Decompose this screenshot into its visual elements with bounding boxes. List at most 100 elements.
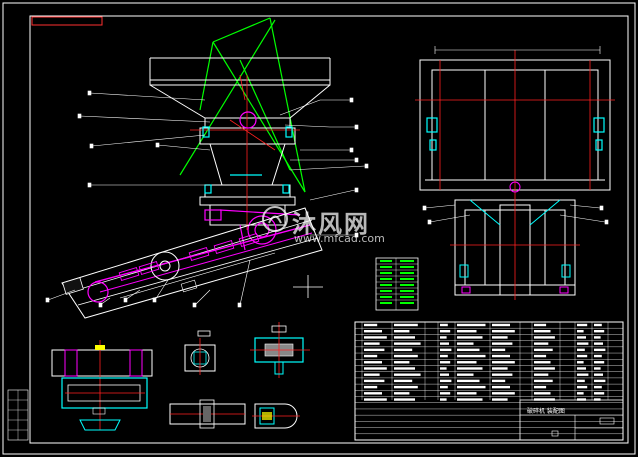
bom-cell-text: [492, 336, 508, 339]
bom-cell-text: [457, 373, 474, 376]
inclined-feed-conveyor: [61, 207, 323, 319]
bom-cell-text: [394, 392, 410, 395]
bom-cell-text: [364, 367, 387, 370]
bom-cell-text: [534, 392, 551, 395]
bom-cell-text: [492, 354, 510, 358]
bom-cell-text: [594, 392, 605, 395]
bom-cell-text: [440, 330, 451, 333]
cyan-details: [202, 126, 293, 194]
bom-cell-text: [364, 323, 378, 327]
bom-cell-text: [577, 379, 585, 383]
bom-cell-text: [534, 348, 553, 352]
bom-cell-text: [457, 330, 477, 333]
bom-cell-text: [440, 385, 448, 389]
bom-cell-text: [577, 398, 586, 401]
bom-cell-text: [394, 385, 418, 389]
bom-cell-text: [492, 367, 508, 370]
bom-cell-text: [364, 336, 387, 339]
bom-cell-text: [534, 361, 551, 364]
bom-cell-text: [492, 392, 515, 395]
bom-cell-text: [457, 354, 486, 358]
bom-cell-text: [364, 392, 382, 395]
bom-cell-text: [440, 373, 449, 376]
bom-cell-text: [457, 348, 480, 352]
bom-cell-text: [577, 330, 584, 333]
bom-cell-text: [577, 342, 589, 345]
bill-of-materials: [354, 321, 624, 441]
bom-cell-text: [364, 342, 380, 345]
bom-cell-text: [457, 367, 483, 370]
bom-cell-text: [577, 392, 584, 395]
bom-cell-text: [577, 385, 588, 389]
bom-cell-text: [394, 373, 421, 376]
bom-cell-text: [492, 323, 510, 327]
top-left-tag: [31, 16, 103, 26]
detail-view-b: [184, 330, 216, 375]
bom-cell-text: [492, 373, 513, 376]
detail-view-e: [252, 403, 300, 429]
watermark-url: www.mfcad.com: [294, 232, 385, 245]
bom-cell-text: [577, 361, 584, 364]
bom-cell-text: [364, 348, 385, 352]
bom-cell-text: [440, 336, 447, 339]
bom-cell-text: [577, 348, 585, 352]
bom-cell-text: [577, 336, 586, 339]
bom-cell-text: [440, 354, 448, 358]
bom-cell-text: [394, 330, 410, 333]
bom-cell-text: [492, 361, 515, 364]
bom-cell-text: [492, 398, 508, 401]
watermark-brand: 沐风网: [292, 210, 370, 238]
bom-cell-text: [440, 342, 449, 345]
bom-cell-text: [440, 392, 451, 395]
bom-cell-text: [594, 330, 605, 333]
bom-cell-text: [594, 336, 601, 339]
bom-cell-text: [492, 385, 510, 389]
bom-cell-text: [492, 342, 513, 345]
bom-cell-text: [577, 373, 589, 376]
bom-cell-text: [440, 348, 452, 352]
reference-crosshair: [293, 275, 323, 298]
bom-cell-text: [594, 361, 605, 364]
bom-cell-text: [440, 367, 447, 370]
bom-cell-text: [440, 323, 448, 327]
bom-cell-text: [594, 323, 602, 327]
bom-cell-text: [534, 398, 555, 401]
detail-view-d: [169, 399, 246, 429]
main-elevation-view: [45, 17, 369, 319]
bom-cell-text: [534, 342, 549, 345]
parameter-table: [375, 257, 419, 311]
feed-hopper: [149, 57, 331, 119]
bom-cell-text: [534, 323, 547, 327]
bom-cell-text: [394, 342, 421, 345]
detail-view-c: [250, 322, 310, 378]
bom-cell-text: [534, 373, 549, 376]
bom-cell-text: [364, 354, 378, 358]
front-view: [422, 195, 609, 300]
left-revision-lines: [8, 390, 28, 440]
bom-cell-text: [394, 348, 413, 352]
bom-cell-text: [534, 330, 551, 333]
bom-cell-text: [594, 373, 603, 376]
bom-cell-text: [577, 354, 588, 358]
bom-cell-text: [594, 367, 601, 370]
green-construction-lines: [179, 17, 306, 193]
bom-cell-text: [534, 354, 547, 358]
bom-cell-text: [394, 398, 415, 401]
watermark: 沐风网 www.mfcad.com: [262, 204, 412, 248]
detail-view-a: [51, 340, 153, 431]
bom-cell-text: [457, 323, 486, 327]
side-view: [415, 46, 615, 195]
bom-cell-text: [594, 348, 606, 352]
bom-cell-text: [457, 379, 480, 383]
bom-cell-text: [394, 323, 418, 327]
bom-cell-text: [534, 336, 555, 339]
bom-cell-text: [394, 361, 410, 364]
red-centerlines: [190, 74, 300, 230]
bom-cell-text: [440, 361, 451, 364]
bom-cell-text: [364, 385, 378, 389]
bom-cell-text: [492, 379, 506, 383]
bom-cell-text: [594, 342, 603, 345]
inner-frame: [29, 15, 629, 444]
